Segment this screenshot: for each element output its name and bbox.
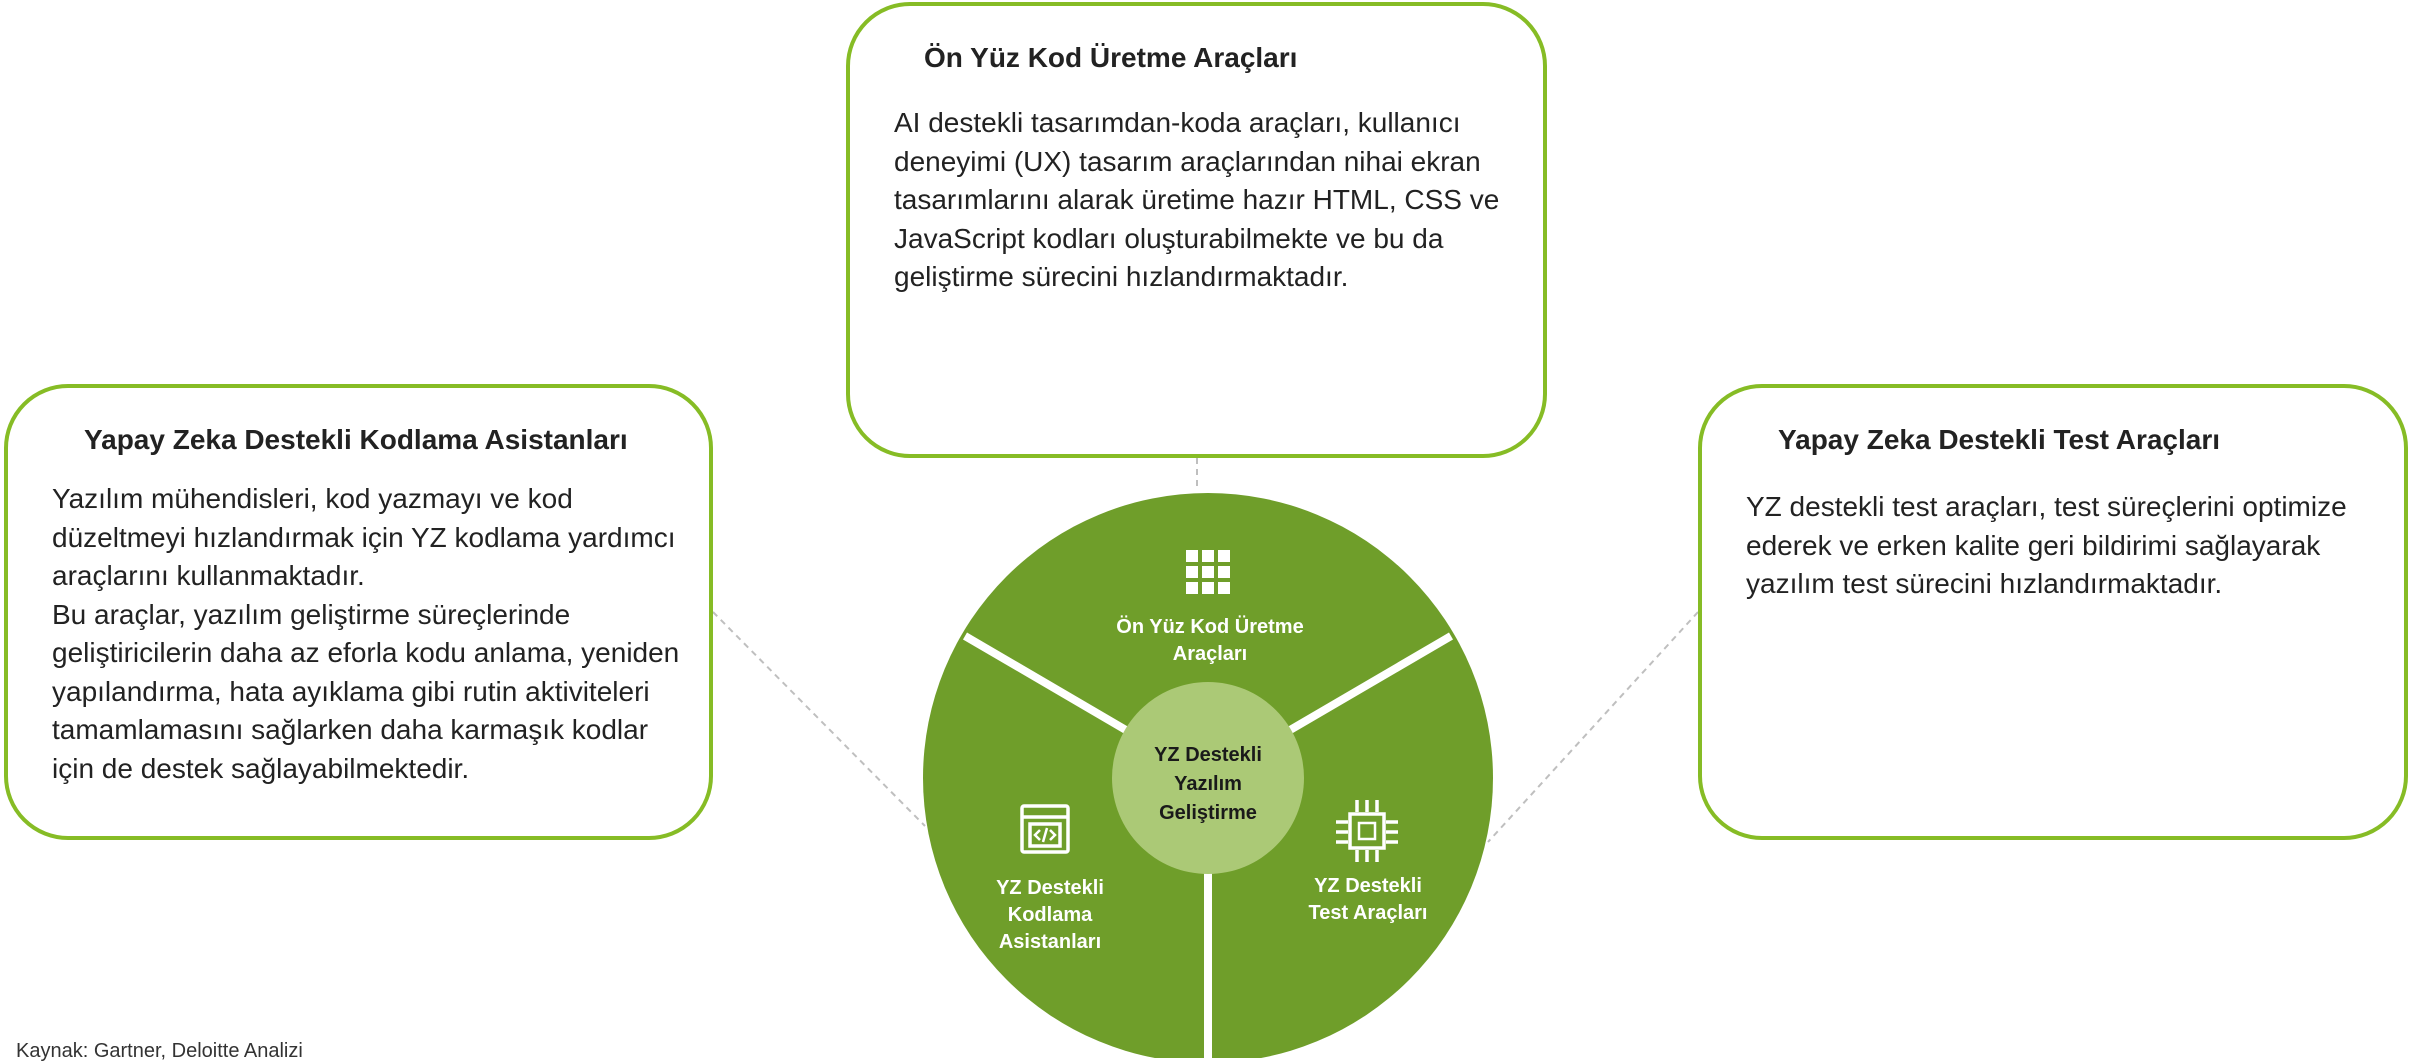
segment-label-right: YZ Destekli Test Araçları bbox=[1278, 873, 1458, 927]
code-window-icon bbox=[1020, 804, 1070, 854]
left-box-title: Yapay Zeka Destekli Kodlama Asistanları bbox=[84, 424, 628, 455]
segment-label-right-line-1: YZ Destekli bbox=[1314, 875, 1422, 897]
right-info-box: Yapay Zeka Destekli Test Araçları YZ des… bbox=[1698, 384, 2408, 840]
connector-left bbox=[712, 611, 926, 827]
segment-label-left-line-2: Kodlama bbox=[1007, 904, 1093, 926]
top-box-body: AI destekli tasarımdan-koda araçları, ku… bbox=[894, 107, 1500, 292]
grid-icon bbox=[1186, 550, 1230, 594]
right-box-body: YZ destekli test araçları, test süreçler… bbox=[1746, 491, 2347, 599]
segment-label-top: Ön Yüz Kod Üretme Araçları bbox=[1080, 614, 1340, 668]
wheel-center bbox=[1112, 682, 1304, 874]
left-box-body-paragraph-2: Bu araçlar, yazılım geliştirme süreçleri… bbox=[52, 598, 680, 784]
segment-label-top-line-1: Ön Yüz Kod Üretme bbox=[1116, 616, 1304, 638]
segment-label-left-line-1: YZ Destekli bbox=[996, 877, 1104, 899]
center-label-line-2: Yazılım bbox=[1174, 773, 1242, 795]
left-info-box: Yapay Zeka Destekli Kodlama Asistanları … bbox=[4, 384, 713, 840]
top-box-title: Ön Yüz Kod Üretme Araçları bbox=[924, 42, 1298, 73]
segment-label-right-line-2: Test Araçları bbox=[1308, 902, 1428, 924]
center-label-line-1: YZ Destekli bbox=[1154, 744, 1262, 766]
left-box-body-paragraph-1: Yazılım mühendisleri, kod yazmayı ve kod… bbox=[52, 483, 676, 591]
center-label-line-3: Geliştirme bbox=[1159, 802, 1257, 824]
connector-right bbox=[1487, 611, 1699, 843]
chip-icon bbox=[1336, 800, 1398, 862]
source-note: Kaynak: Gartner, Deloitte Analizi bbox=[16, 1040, 303, 1062]
left-box-body: Yazılım mühendisleri, kod yazmayı ve kod… bbox=[52, 480, 692, 788]
right-box-title: Yapay Zeka Destekli Test Araçları bbox=[1778, 424, 2221, 455]
segment-label-left: YZ Destekli Kodlama Asistanları bbox=[960, 875, 1140, 956]
segment-label-left-line-3: Asistanları bbox=[998, 931, 1102, 953]
top-info-box: Ön Yüz Kod Üretme Araçları AI destekli t… bbox=[846, 2, 1547, 458]
center-label: YZ Destekli Yazılım Geliştirme bbox=[1118, 741, 1298, 828]
segment-label-top-line-2: Araçları bbox=[1172, 643, 1248, 665]
